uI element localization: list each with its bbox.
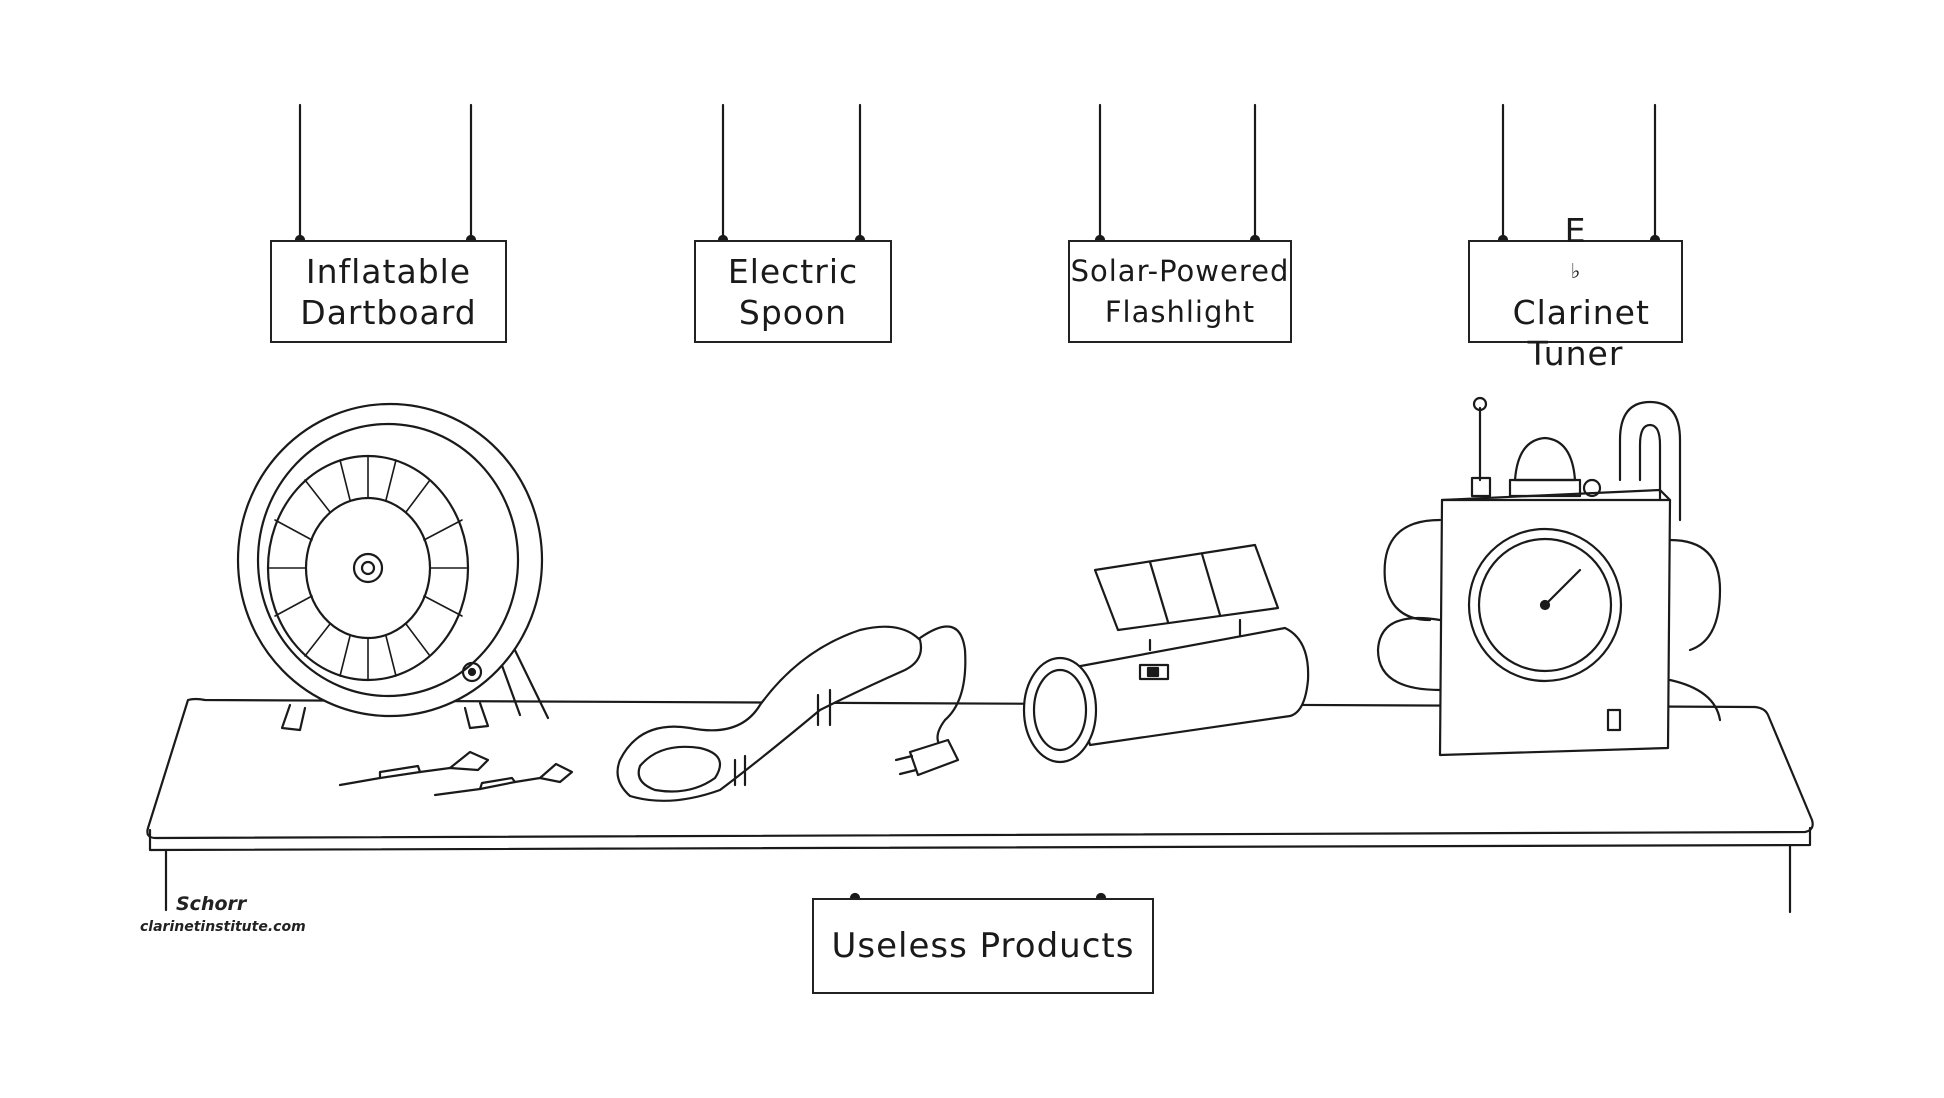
sign-inflatable-dartboard: Inflatable Dartboard [270, 240, 507, 343]
sign-eb-clarinet-tuner: E ♭ Clarinet Tuner [1468, 211, 1683, 373]
inflatable-dartboard-drawing [236, 402, 574, 797]
table [146, 697, 1814, 914]
sign-line-2: Spoon [738, 292, 848, 332]
sign-line-1: Solar-Powered [1070, 253, 1290, 288]
sign-e: E [1564, 210, 1587, 250]
clarinet-tuner-drawing [1376, 396, 1722, 757]
sign-line-1: Inflatable [305, 251, 472, 291]
solar-flashlight-drawing [1022, 543, 1310, 764]
sign-electric-spoon: Electric Spoon [694, 240, 892, 343]
title: Useless Products [831, 925, 1135, 966]
electric-spoon-drawing [616, 625, 967, 802]
sign-line-1: Electric [727, 251, 859, 291]
artist-signature: Schorr [176, 893, 247, 915]
sign-solar-powered-flashlight: Solar-Powered Flashlight [1068, 240, 1292, 343]
sign-line-1: E ♭ Clarinet [1501, 210, 1650, 333]
sign-line-2: Flashlight [1104, 294, 1256, 329]
credit-website: clarinetinstitute.com [140, 919, 306, 935]
sign-line-2: Dartboard [300, 292, 477, 332]
sign-clarinet: Clarinet [1501, 292, 1650, 332]
flat-symbol: ♭ [1570, 258, 1582, 283]
sign-line-2: Tuner [1527, 333, 1624, 373]
title-sign: Useless Products [812, 898, 1154, 994]
